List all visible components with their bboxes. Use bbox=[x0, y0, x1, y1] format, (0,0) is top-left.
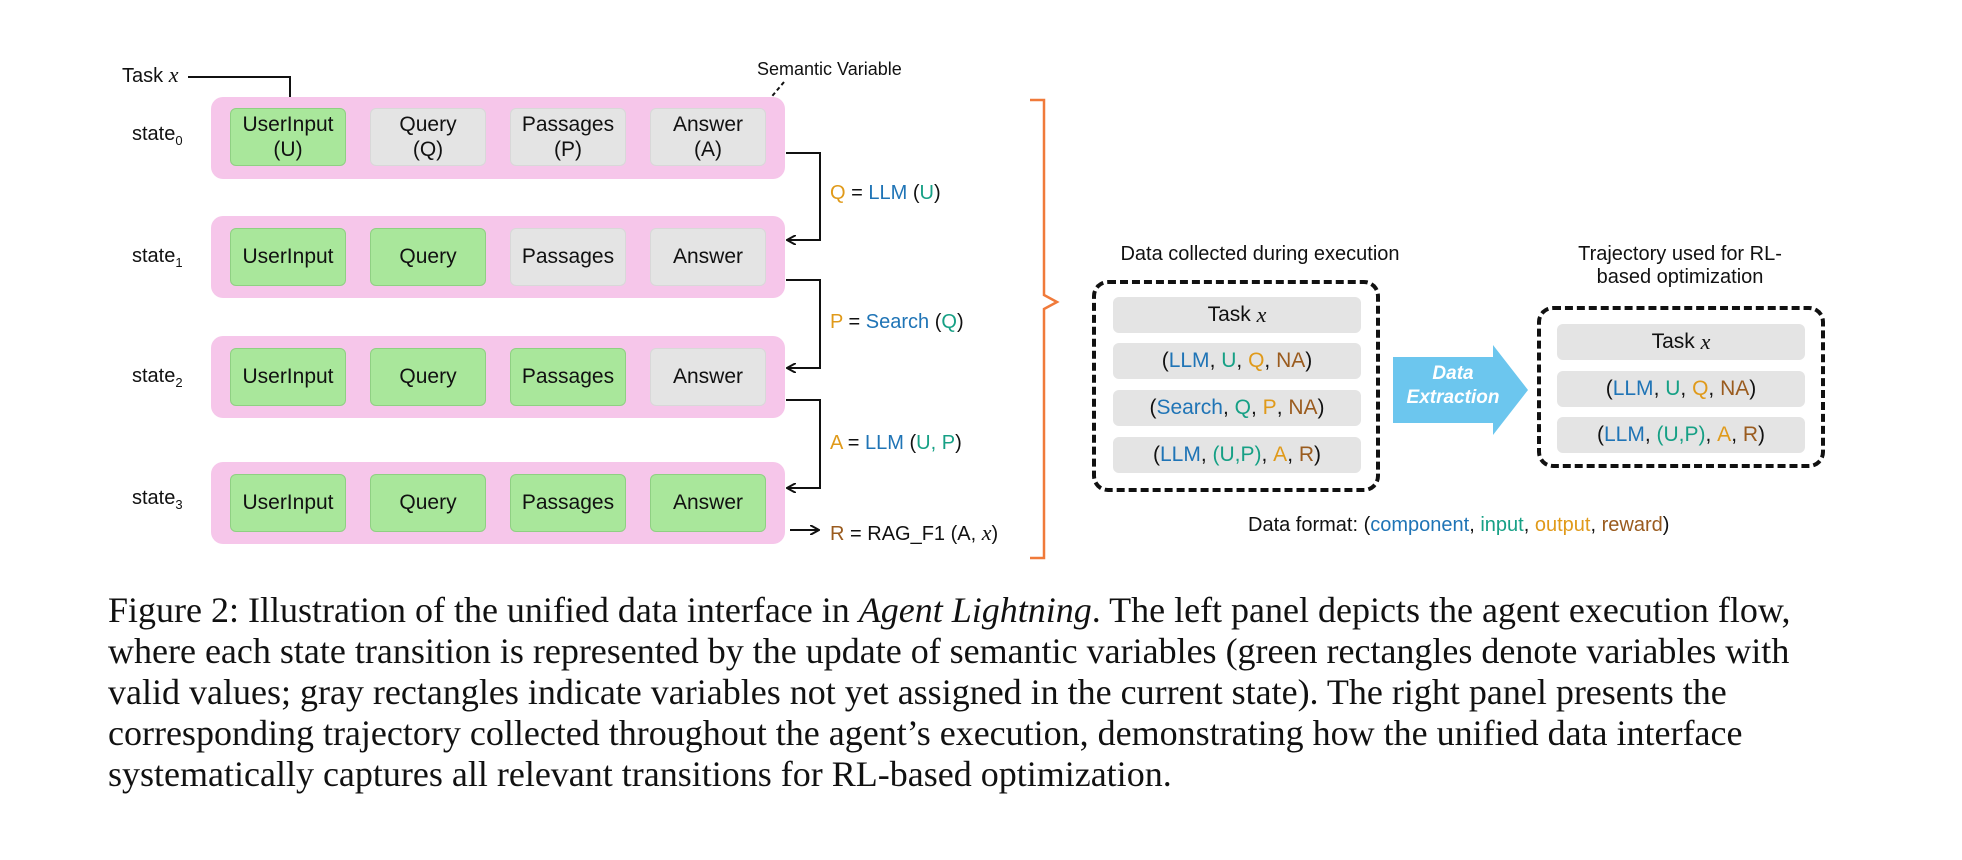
state-label-2: state2 bbox=[132, 365, 183, 390]
var-passages-s3: Passages bbox=[510, 474, 626, 532]
var-answer-s1: Answer bbox=[650, 228, 766, 286]
trajectory-task-row: Task x bbox=[1557, 324, 1805, 360]
var-query-s0: Query(Q) bbox=[370, 108, 486, 166]
task-arrow bbox=[188, 76, 290, 106]
var-userinput-s0: UserInput(U) bbox=[230, 108, 346, 166]
transition-arrow-3 bbox=[786, 399, 821, 488]
caption-rest: . The left panel depicts the agent execu… bbox=[108, 590, 1791, 794]
task-label-text: Task bbox=[122, 65, 164, 87]
caption-prefix: Figure 2: Illustration of the unified da… bbox=[108, 590, 859, 630]
bracket-brace bbox=[1030, 98, 1060, 560]
var-answer-s2: Answer bbox=[650, 348, 766, 406]
trajectory-title: Trajectory used for RL- based optimizati… bbox=[1530, 243, 1830, 289]
trajectory-row-2: (LLM, (U,P), A, R) bbox=[1557, 417, 1805, 453]
var-answer-s3: Answer bbox=[650, 474, 766, 532]
task-variable: x bbox=[168, 62, 179, 87]
transition-eq-1: Q = LLM (U) bbox=[830, 182, 941, 204]
trajectory-row-1: (LLM, U, Q, NA) bbox=[1557, 371, 1805, 407]
var-query-s2: Query bbox=[370, 348, 486, 406]
reward-eq: R = RAG_F1 (A, x) bbox=[830, 520, 999, 545]
var-userinput-s3: UserInput bbox=[230, 474, 346, 532]
figure-caption: Figure 2: Illustration of the unified da… bbox=[108, 590, 1828, 795]
var-query-s3: Query bbox=[370, 474, 486, 532]
state-label-1: state1 bbox=[132, 245, 183, 270]
semantic-variable-label: Semantic Variable bbox=[757, 59, 902, 79]
transition-arrow-2 bbox=[786, 279, 821, 368]
trajectory-box bbox=[1537, 306, 1825, 468]
state-label-0: state0 bbox=[132, 123, 183, 148]
state-label-3: state3 bbox=[132, 487, 183, 512]
collected-row-1: (LLM, U, Q, NA) bbox=[1113, 343, 1361, 379]
var-passages-s1: Passages bbox=[510, 228, 626, 286]
trajectory-title-line1: Trajectory used for RL- bbox=[1578, 243, 1782, 265]
collected-row-3: (LLM, (U,P), A, R) bbox=[1113, 437, 1361, 473]
extraction-arrow-shape bbox=[1393, 345, 1528, 435]
var-userinput-s1: UserInput bbox=[230, 228, 346, 286]
var-userinput-s2: UserInput bbox=[230, 348, 346, 406]
data-format-legend: Data format: (component, input, output, … bbox=[1248, 514, 1670, 536]
var-passages-s0: Passages(P) bbox=[510, 108, 626, 166]
collected-title: Data collected during execution bbox=[1120, 243, 1400, 265]
collected-box bbox=[1092, 280, 1380, 492]
task-label: Task x bbox=[122, 62, 178, 88]
transition-eq-3: A = LLM (U, P) bbox=[830, 432, 962, 454]
var-answer-s0: Answer(A) bbox=[650, 108, 766, 166]
collected-row-2: (Search, Q, P, NA) bbox=[1113, 390, 1361, 426]
extraction-label: Data Extraction bbox=[1406, 363, 1500, 408]
transition-eq-2: P = Search (Q) bbox=[830, 311, 964, 333]
var-passages-s2: Passages bbox=[510, 348, 626, 406]
transition-arrow-1 bbox=[786, 152, 821, 240]
collected-task-row: Task x bbox=[1113, 297, 1361, 333]
var-query-s1: Query bbox=[370, 228, 486, 286]
trajectory-title-line2: based optimization bbox=[1596, 266, 1764, 288]
caption-italic: Agent Lightning bbox=[858, 590, 1092, 630]
